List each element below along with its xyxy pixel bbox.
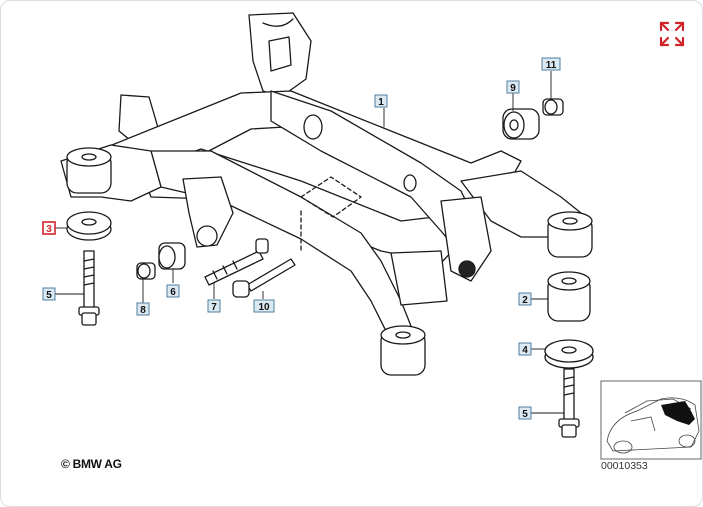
part-7-stud <box>204 238 269 286</box>
callout-4: 4 <box>518 342 532 356</box>
copyright-label: © BMW AG <box>61 457 122 471</box>
callout-8: 8 <box>136 302 150 316</box>
callout-6: 6 <box>166 284 180 298</box>
svg-text:8: 8 <box>140 305 146 316</box>
vehicle-location-inset <box>600 380 702 460</box>
svg-text:2: 2 <box>522 295 528 306</box>
expand-arrows-icon <box>659 21 685 47</box>
part-6-bushing <box>158 242 186 270</box>
bushing-front-right <box>547 211 593 258</box>
svg-text:6: 6 <box>170 287 176 298</box>
callout-2: 2 <box>518 292 532 306</box>
callout-11: 11 <box>541 57 561 71</box>
callout-5-right: 5 <box>518 406 532 420</box>
part-4-washer <box>544 339 594 369</box>
subframe-location-mark <box>661 401 695 425</box>
svg-text:11: 11 <box>546 60 557 71</box>
part-10-bolt <box>232 258 296 298</box>
callout-9: 9 <box>506 80 520 94</box>
part-2-bushing <box>547 271 591 322</box>
svg-text:9: 9 <box>510 83 516 94</box>
svg-text:10: 10 <box>258 302 270 313</box>
callout-10: 10 <box>253 299 275 313</box>
expand-button[interactable] <box>659 21 685 47</box>
svg-text:4: 4 <box>522 345 528 356</box>
callout-7: 7 <box>207 299 221 313</box>
callout-1: 1 <box>374 94 388 108</box>
bushing-rear-left <box>66 147 112 194</box>
part-8-nut <box>136 262 156 280</box>
callout-3: 3 <box>42 221 56 235</box>
part-3-washer <box>66 211 112 241</box>
part-5-bolt-right <box>558 368 580 438</box>
svg-text:3: 3 <box>46 224 52 235</box>
svg-text:5: 5 <box>46 290 52 301</box>
svg-text:1: 1 <box>378 97 384 108</box>
part-5-bolt-left <box>78 250 100 326</box>
svg-text:7: 7 <box>211 302 217 313</box>
bushing-front-left <box>380 325 426 376</box>
part-9-bushing <box>502 108 540 140</box>
leader-lines <box>55 71 564 414</box>
center-bracket <box>182 176 234 248</box>
svg-text:5: 5 <box>522 409 528 420</box>
diagram-code: 00010353 <box>601 460 648 472</box>
part-11-nut <box>542 98 564 116</box>
callout-5-left: 5 <box>42 287 56 301</box>
